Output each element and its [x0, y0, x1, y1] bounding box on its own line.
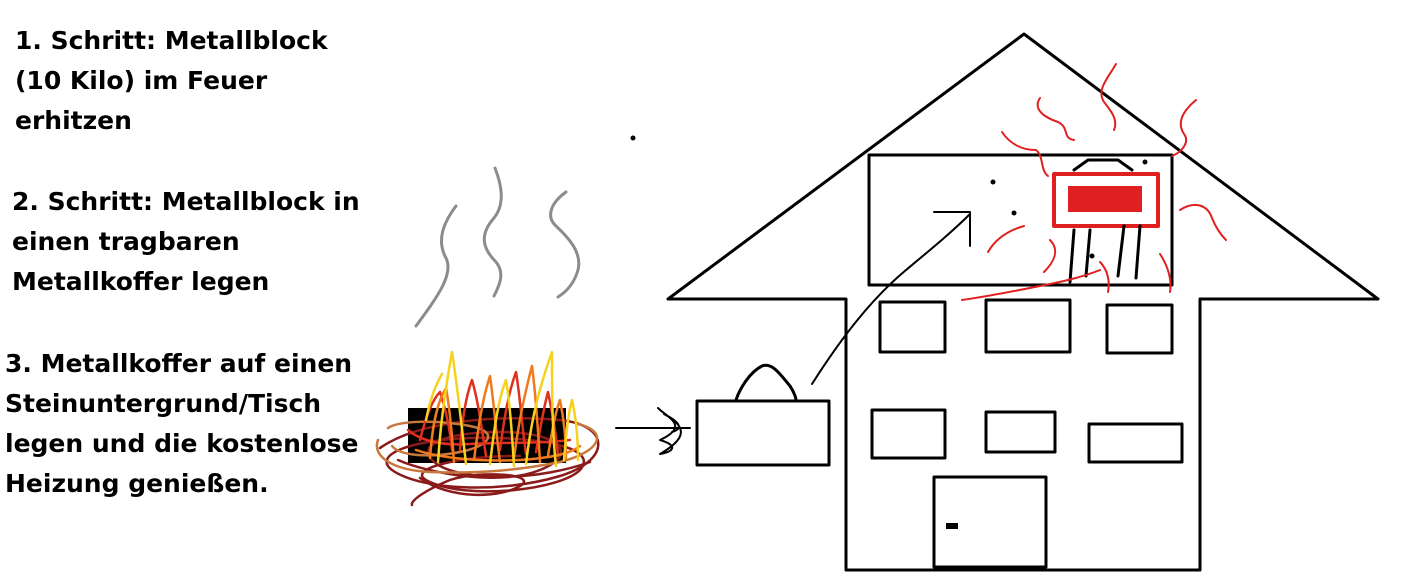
window — [1105, 303, 1174, 355]
step-3-text: 3. Metallkoffer auf einen Steinuntergrun… — [5, 349, 359, 498]
step-1-text: 1. Schritt: Metallblock (10 Kilo) im Feu… — [15, 26, 328, 135]
step-2-text: 2. Schritt: Metallblock in einen tragbar… — [12, 187, 360, 296]
window — [984, 298, 1072, 354]
stray-dot — [630, 135, 636, 141]
fire-icon — [375, 350, 600, 507]
heat-waves-icon — [961, 63, 1227, 301]
house-icon — [666, 32, 1380, 572]
heater-icon — [990, 158, 1160, 284]
window — [878, 300, 947, 354]
transport-arrow-icon — [811, 211, 971, 385]
window — [870, 408, 947, 460]
window — [1087, 422, 1184, 464]
attic-window — [867, 153, 1174, 287]
suitcase-icon — [695, 363, 831, 467]
arrow-icon — [615, 407, 691, 455]
door — [932, 475, 1048, 569]
window — [984, 410, 1057, 454]
door-handle — [946, 523, 958, 529]
smoke-icon — [414, 166, 581, 328]
